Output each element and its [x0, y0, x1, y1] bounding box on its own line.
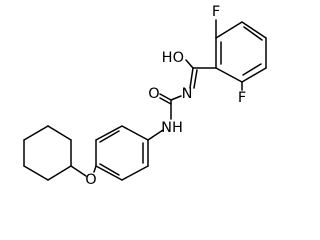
- hydroxyl-label: HO: [162, 50, 184, 66]
- bond: [215, 21, 243, 39]
- bond: [95, 165, 123, 181]
- bond: [121, 165, 149, 181]
- bond: [23, 165, 49, 181]
- bond: [242, 63, 262, 76]
- bond: [147, 129, 164, 141]
- atom-labels: HO N O NH O F F: [85, 4, 246, 188]
- bond: [47, 125, 72, 141]
- bond: [241, 21, 267, 39]
- bond: [241, 67, 267, 83]
- carbonyl-oxygen-label: O: [148, 86, 159, 102]
- bond: [193, 69, 198, 89]
- bond: [170, 95, 182, 101]
- bond: [23, 125, 49, 141]
- bond: [243, 26, 263, 41]
- bond: [189, 67, 194, 89]
- structure-diagram: HO N O NH O F F: [23, 4, 267, 188]
- bond: [93, 165, 97, 173]
- imine-nitrogen-label: N: [182, 86, 193, 102]
- molecule-drawing: HO N O NH O F F: [23, 4, 267, 188]
- amine-nh-label: NH: [161, 120, 183, 136]
- bond: [121, 125, 149, 141]
- ether-oxygen-label: O: [85, 172, 96, 188]
- bond: [70, 165, 87, 177]
- bond: [215, 67, 243, 83]
- bond-lines: [23, 19, 267, 181]
- bond: [47, 165, 72, 181]
- bond: [159, 97, 172, 105]
- bond: [99, 130, 120, 143]
- fluorine-bottom-label: F: [238, 90, 246, 106]
- bond: [185, 59, 194, 69]
- bond: [159, 93, 172, 101]
- bond: [95, 125, 123, 141]
- fluorine-top-label: F: [212, 4, 220, 20]
- bond: [99, 163, 120, 176]
